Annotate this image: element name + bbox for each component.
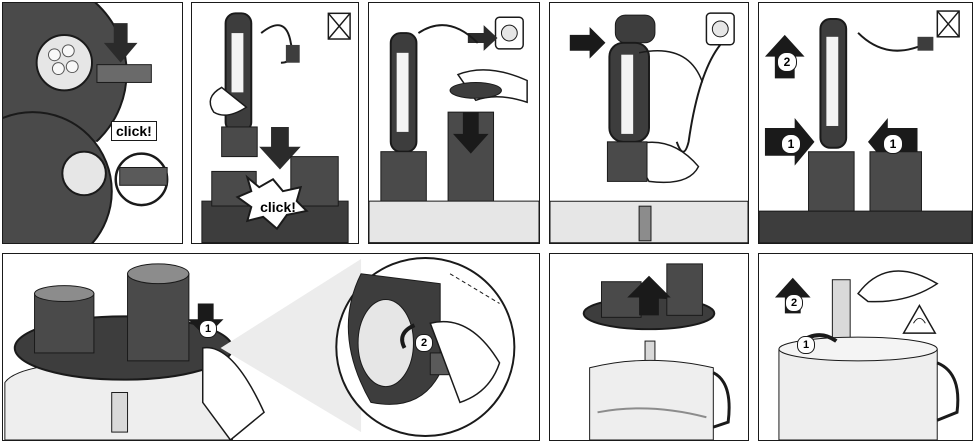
- panel-7-illustration: [550, 254, 748, 440]
- step-badge-1-right: 1: [883, 134, 903, 154]
- panel-3-illustration: [369, 3, 539, 243]
- panel-6-release-lid: 1 2: [2, 253, 540, 441]
- hand-icon: [858, 271, 937, 302]
- step-badge-2: 2: [785, 294, 803, 312]
- click-callout: click!: [111, 121, 157, 141]
- click-burst-callout: click!: [248, 199, 308, 215]
- panel-5-illustration: [759, 3, 972, 243]
- socket-icon: [706, 13, 734, 45]
- no-plug-icon: [937, 11, 959, 37]
- panel-7-lift-lid: [549, 253, 749, 441]
- socket-icon: [496, 17, 524, 49]
- step-badge-1: 1: [797, 336, 815, 354]
- panel-5-lock-unit: 1 1 2: [758, 2, 973, 244]
- arrow-right-icon: [570, 27, 606, 59]
- panel-8-illustration: [759, 254, 972, 440]
- no-plug-icon: [328, 13, 350, 39]
- panel-4-illustration: [550, 3, 748, 243]
- step-badge-2: 2: [415, 334, 433, 352]
- blade-warning-icon: [904, 305, 936, 333]
- step-badge-1-left: 1: [781, 134, 801, 154]
- panel-8-remove-blade: 1 2: [758, 253, 973, 441]
- step-badge-2: 2: [777, 52, 797, 72]
- plug-icon: [261, 25, 300, 63]
- plug-icon: [858, 33, 933, 51]
- panel-4-attach-motor: [549, 2, 749, 244]
- panel-2-insert-motor: click!: [191, 2, 359, 244]
- step-badge-1: 1: [199, 320, 217, 338]
- panel-1-attach-click: click!: [2, 2, 183, 244]
- panel-6-illustration: [3, 254, 539, 440]
- panel-3-plug-in: [368, 2, 540, 244]
